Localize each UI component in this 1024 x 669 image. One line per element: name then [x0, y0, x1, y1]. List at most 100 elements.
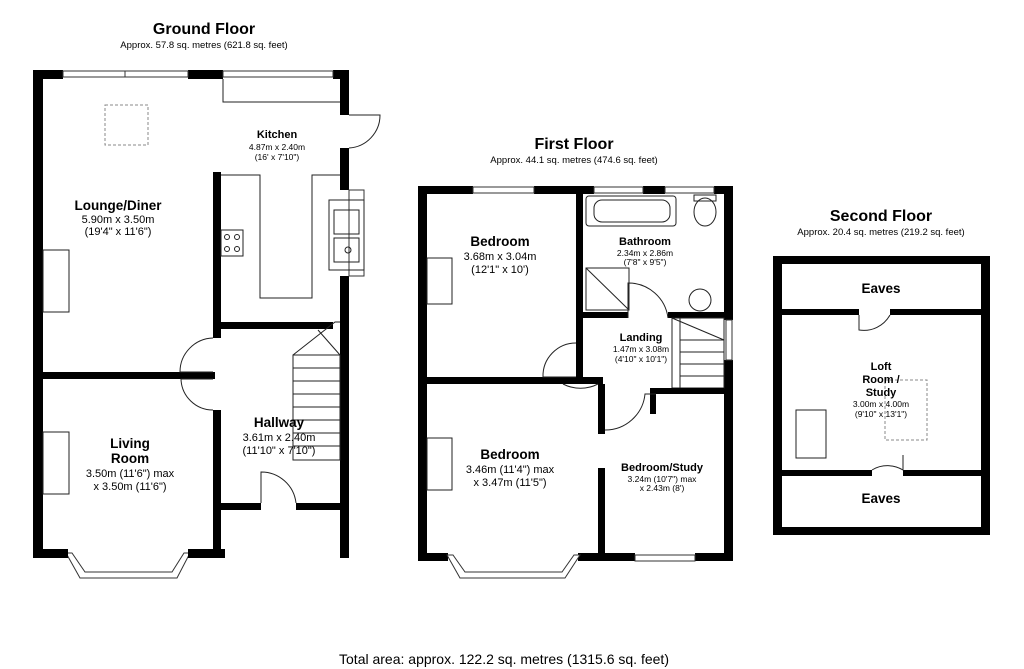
- ff-staircase: [671, 317, 725, 389]
- kitchen-name: Kitchen: [257, 129, 298, 141]
- ff-wall-bed1-bed2: [427, 377, 603, 384]
- study-name: Bedroom/Study: [621, 462, 704, 474]
- ff-wall-bed1-bath: [576, 194, 583, 318]
- ff-bath-door: [627, 282, 669, 319]
- gf-wall-bottom-left: [33, 549, 66, 558]
- ff-bath-window1: [593, 186, 644, 194]
- sf-chimney: [795, 409, 827, 459]
- living-name-line2: Room: [111, 451, 149, 466]
- living-dim-line2: x 3.50m (11'6"): [93, 481, 166, 493]
- lounge-dim-metric: 5.90m x 3.50m: [82, 214, 155, 226]
- ff-bath-tub: [585, 195, 677, 227]
- gf-fireplace-lounge: [42, 249, 70, 313]
- ff-bath-window2: [664, 186, 715, 194]
- total-area: Total area: approx. 122.2 sq. metres (13…: [339, 651, 669, 667]
- gf-wall-right-lower: [340, 276, 349, 558]
- study-dim-line1: 3.24m (10'7") max: [628, 474, 698, 484]
- ff-study-window: [634, 554, 696, 562]
- first-floor-plan: First Floor Approx. 44.1 sq. metres (474…: [418, 136, 733, 579]
- gf-lounge-door: [179, 337, 214, 373]
- first-floor-title: First Floor: [534, 136, 613, 153]
- hallway-dim-metric: 3.61m x 2.40m: [243, 432, 316, 444]
- gf-hob: [220, 229, 244, 257]
- bedroom2-name: Bedroom: [480, 447, 539, 462]
- gf-living-door: [180, 378, 214, 411]
- bedroom1-dim-imperial: (12'1" x 10'): [471, 264, 529, 276]
- ff-chimney-bed2: [426, 437, 453, 491]
- gf-wall-lounge-living: [43, 372, 215, 379]
- bathroom-name: Bathroom: [619, 236, 671, 248]
- ff-basin: [688, 288, 712, 312]
- gf-wall-left: [33, 70, 43, 558]
- ground-floor-plan: Ground Floor Approx. 57.8 sq. metres (62…: [33, 21, 381, 579]
- living-dim-line1: 3.50m (11'6") max: [86, 468, 175, 480]
- gf-wall-bottom-mid: [190, 549, 225, 558]
- ff-bed2-door: [562, 383, 599, 389]
- ground-floor-title: Ground Floor: [153, 21, 255, 38]
- gf-wall-top-left: [33, 70, 63, 79]
- sf-wall-right: [981, 256, 990, 535]
- lounge-dim-imperial: (19'4" x 11'6"): [85, 226, 152, 238]
- gf-wall-top-mid: [188, 70, 223, 79]
- loft-dim-metric: 3.00m x 4.00m: [853, 399, 909, 409]
- gf-side-window: [348, 189, 365, 277]
- second-floor-plan: Second Floor Approx. 20.4 sq. metres (21…: [773, 208, 990, 535]
- ff-shower: [585, 267, 630, 311]
- study-dim-line2: x 2.43m (8'): [640, 483, 685, 493]
- kitchen-dim-metric: 4.87m x 2.40m: [249, 142, 305, 152]
- sf-wall-left: [773, 256, 782, 535]
- gf-wall-right-upper: [340, 70, 349, 115]
- second-floor-title: Second Floor: [830, 208, 932, 225]
- ff-wall-bed2-study: [598, 468, 605, 561]
- bathroom-dim-imperial: (7'8" x 9'5"): [624, 257, 667, 267]
- living-name-line1: Living: [110, 436, 150, 451]
- bedroom1-dim-metric: 3.68m x 3.04m: [464, 251, 537, 263]
- bedroom1-name: Bedroom: [470, 234, 529, 249]
- gf-wall-kitchen-hall: [213, 322, 333, 329]
- eaves-bottom-name: Eaves: [861, 491, 900, 506]
- landing-dim-metric: 1.47m x 3.08m: [613, 344, 669, 354]
- gf-skylight: [104, 104, 149, 146]
- bedroom2-dim-line2: x 3.47m (11'5"): [473, 477, 546, 489]
- sf-eaves-top-door: [858, 314, 891, 331]
- gf-wall-right-mid: [340, 148, 349, 190]
- landing-dim-imperial: (4'10" x 10'1"): [615, 354, 667, 364]
- ff-chimney-bed1: [426, 257, 453, 305]
- gf-wall-living-hall: [213, 410, 221, 558]
- loft-name-line3: Study: [866, 387, 897, 399]
- gf-staircase: [292, 321, 341, 461]
- ff-study-door: [604, 393, 656, 431]
- ff-bay-window: [446, 554, 581, 579]
- bathroom-dim-metric: 2.34m x 2.86m: [617, 248, 673, 258]
- gf-kitchen-counter: [221, 174, 340, 299]
- lounge-name: Lounge/Diner: [75, 198, 163, 213]
- ff-toilet: [693, 197, 717, 227]
- gf-wall-kitchen-lounge: [213, 187, 221, 330]
- ff-bed1-door: [542, 342, 577, 378]
- second-floor-area: Approx. 20.4 sq. metres (219.2 sq. feet): [797, 227, 964, 238]
- ff-wall-right-lower: [724, 360, 733, 561]
- ff-wall-right-upper: [724, 186, 733, 320]
- ground-floor-area: Approx. 57.8 sq. metres (621.8 sq. feet): [120, 40, 287, 51]
- gf-back-door: [348, 114, 381, 149]
- hallway-dim-imperial: (11'10" x 7'10"): [243, 445, 316, 457]
- ff-bed1-window: [472, 186, 535, 194]
- landing-name: Landing: [620, 332, 663, 344]
- gf-bay-window: [65, 552, 191, 579]
- loft-name-line1: Loft: [871, 361, 892, 373]
- sf-skylight: [884, 379, 928, 441]
- gf-front-door: [260, 471, 297, 504]
- loft-dim-imperial: (9'10" x 13'1"): [855, 409, 907, 419]
- loft-name-line2: Room /: [862, 374, 899, 386]
- ff-wall-left: [418, 186, 427, 561]
- gf-kitchen-window: [222, 70, 334, 78]
- ff-landing-window: [725, 319, 733, 361]
- sf-eaves-bottom-door: [871, 455, 904, 471]
- first-floor-area: Approx. 44.1 sq. metres (474.6 sq. feet): [490, 155, 657, 166]
- gf-fireplace-living: [42, 431, 70, 495]
- bedroom2-dim-line1: 3.46m (11'4") max: [466, 464, 555, 476]
- eaves-top-name: Eaves: [861, 281, 900, 296]
- hallway-name: Hallway: [254, 415, 305, 430]
- kitchen-dim-imperial: (16' x 7'10"): [255, 152, 300, 162]
